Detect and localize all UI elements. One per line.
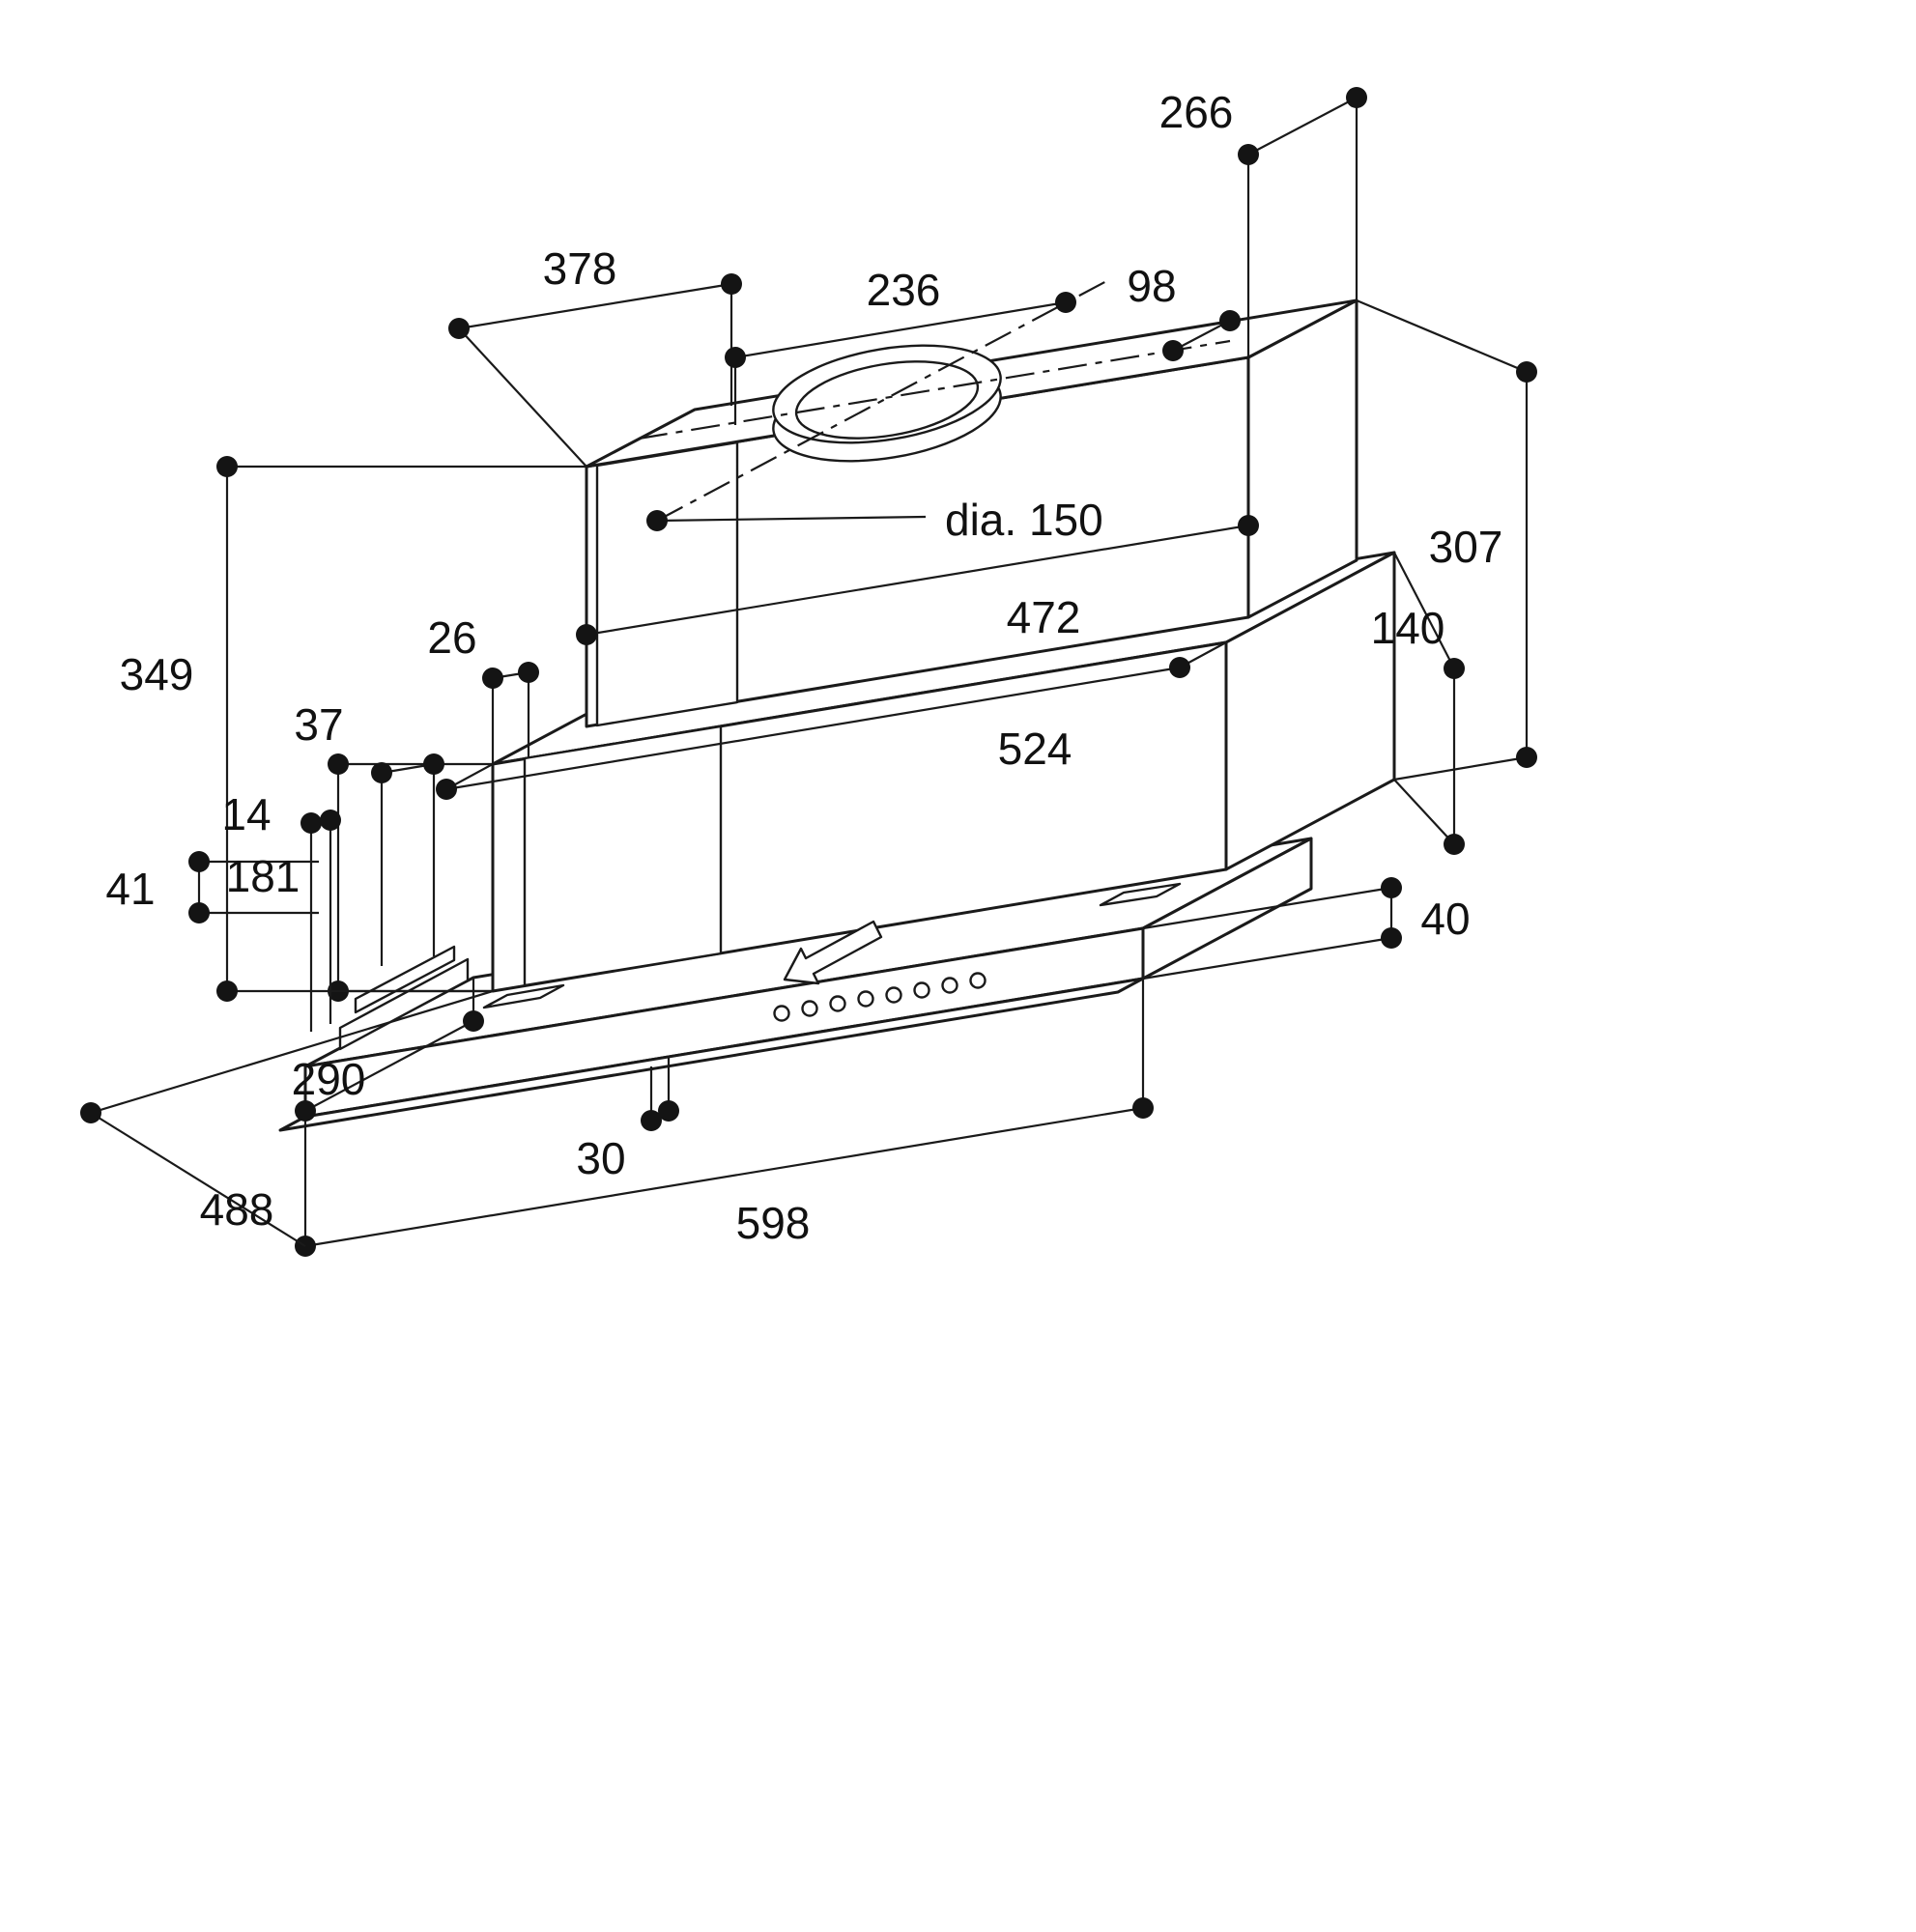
dim-label-236: 236 [867, 265, 941, 315]
dim-378 [448, 273, 742, 468]
control-button [941, 977, 958, 994]
dim-label-40: 40 [1420, 894, 1470, 944]
control-button [885, 986, 902, 1004]
dim-label-598: 598 [736, 1198, 811, 1248]
control-button [773, 1005, 790, 1022]
visor-slot-right [1099, 882, 1182, 907]
hood-drawing [278, 278, 1396, 1132]
control-buttons [773, 972, 987, 1022]
dim-label-290: 290 [292, 1054, 366, 1104]
dim-30 [641, 1057, 679, 1131]
visor-right-cap [1141, 837, 1313, 980]
dim-label-307: 307 [1429, 522, 1503, 572]
collar-inner-ring [794, 360, 980, 440]
rail-inner [354, 945, 456, 1014]
dim-label-472: 472 [1007, 592, 1081, 642]
dim-26 [482, 662, 539, 764]
duct-collar [772, 344, 1002, 463]
centerline-width-axis [638, 339, 1231, 440]
control-button [829, 995, 846, 1012]
dim-label-26: 26 [427, 612, 476, 663]
dim-266 [1238, 87, 1367, 357]
dim-40 [1142, 877, 1402, 980]
dim-label-41: 41 [105, 864, 155, 914]
visor-slot-left [482, 983, 565, 1009]
dimension-labels: 598 488 290 30 40 524 472 181 349 26 37 … [105, 87, 1502, 1248]
dim-472 [576, 515, 1259, 726]
dim-dia-150 [646, 510, 927, 531]
control-button [913, 981, 930, 999]
visor-front-lip [278, 977, 1145, 1132]
dimension-annotations [80, 87, 1537, 1257]
dim-label-30: 30 [576, 1133, 625, 1183]
pullout-arrow-icon [783, 920, 883, 985]
housing-rail-panel [523, 724, 723, 987]
dim-488 [80, 989, 494, 1247]
motor-box-side-panel [595, 440, 739, 727]
dim-349 [216, 456, 586, 1002]
dim-label-488: 488 [200, 1184, 274, 1235]
control-button [801, 1000, 818, 1017]
dim-label-140: 140 [1371, 603, 1445, 653]
control-button [969, 972, 987, 989]
centerline-depth-axis [656, 278, 1111, 522]
dim-290 [295, 978, 484, 1122]
dim-98 [1162, 310, 1241, 361]
dim-41 [188, 851, 319, 923]
dim-524 [436, 641, 1227, 800]
dim-140 [1393, 552, 1465, 855]
dim-label-349: 349 [120, 649, 194, 699]
dim-label-181: 181 [226, 851, 300, 901]
dim-label-37: 37 [294, 699, 343, 750]
dim-37 [371, 753, 444, 966]
dim-307 [1356, 298, 1537, 781]
dim-label-266: 266 [1159, 87, 1234, 137]
dim-label-98: 98 [1127, 261, 1176, 311]
dim-236 [725, 292, 1076, 425]
dim-label-14: 14 [221, 789, 271, 839]
control-button [857, 990, 874, 1008]
dim-label-dia-150: dia. 150 [945, 495, 1103, 545]
dim-label-378: 378 [543, 243, 617, 294]
duct-centerlines [638, 278, 1231, 522]
dim-14 [300, 810, 341, 1032]
dim-label-524: 524 [998, 724, 1072, 774]
